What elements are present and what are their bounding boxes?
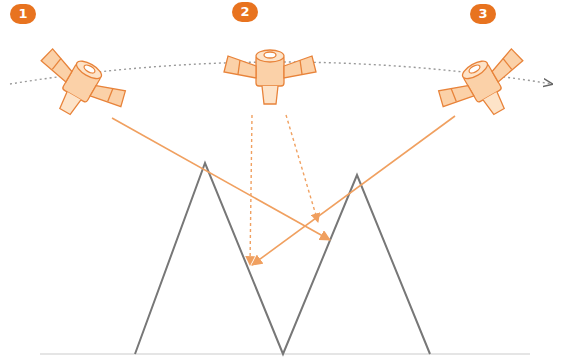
satellite (25, 42, 132, 135)
view-line (250, 115, 252, 265)
callout-number: 1 (10, 4, 36, 24)
ground-line (40, 353, 530, 355)
satellite (224, 50, 316, 104)
callout-number: 3 (470, 4, 496, 24)
view-line (112, 118, 330, 240)
satellite (432, 42, 539, 135)
mountains (135, 163, 430, 354)
callout-number: 2 (232, 2, 258, 22)
view-line (286, 115, 318, 222)
view-line (252, 116, 455, 265)
